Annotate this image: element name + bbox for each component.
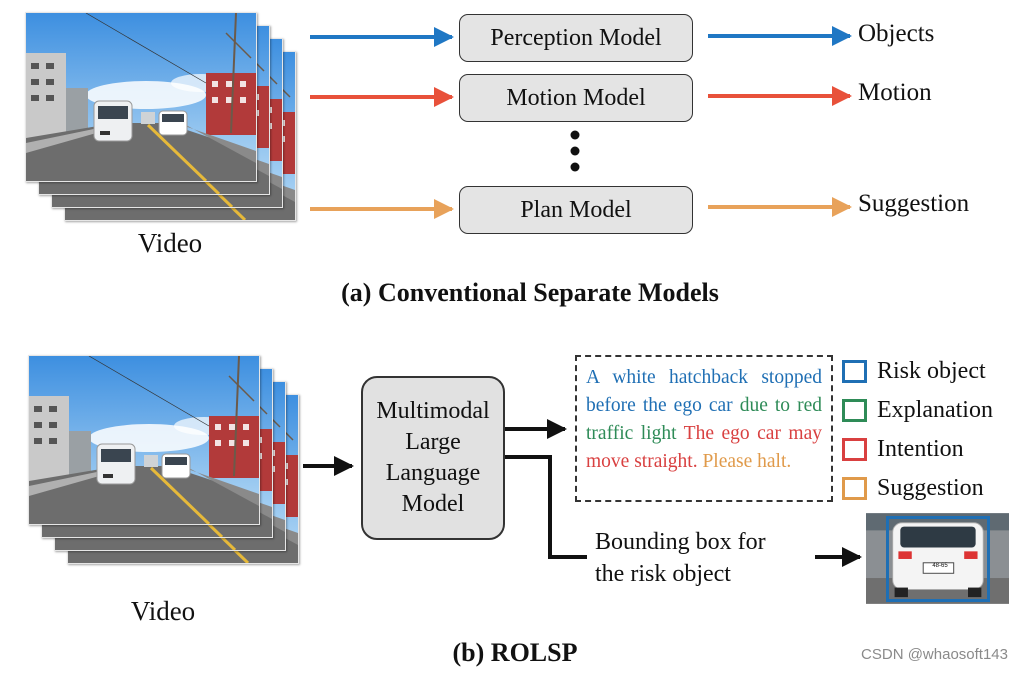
bbox-label: Bounding box for the risk object [595, 526, 766, 590]
bbox-label-line: Bounding box for [595, 529, 766, 555]
car-crop-image: 48-65 [866, 511, 1009, 606]
motion-model-box: Motion Model [459, 74, 693, 122]
legend-label: Risk object [877, 358, 986, 384]
video-caption-b: Video [130, 596, 196, 626]
legend-swatch [842, 477, 867, 500]
legend-explanation: Explanation [842, 397, 993, 424]
arrows-a [310, 26, 852, 219]
video-frame-front [28, 355, 260, 525]
risk-object-text: A white hatchback stopped before the ego… [586, 367, 822, 416]
bbox-label-line: the risk object [595, 561, 731, 587]
ellipsis-dot [570, 146, 580, 156]
video-frame-stack-b [28, 355, 308, 575]
legend-suggestion: Suggestion [842, 475, 984, 502]
mllm-box: Multimodal Large Language Model [361, 376, 505, 540]
explanation-text: due to red traffic light [586, 395, 822, 444]
watermark: CSDN @whaosoft143 [861, 646, 1008, 663]
objects-label: Objects [858, 20, 935, 47]
legend-risk-object: Risk object [842, 358, 986, 385]
legend-label: Intention [877, 436, 964, 462]
video-frame-stack-a [25, 12, 305, 227]
plan-model-box: Plan Model [459, 186, 693, 234]
section-a-title: (a) Conventional Separate Models [341, 278, 719, 307]
output-text-box: A white hatchback stopped before the ego… [575, 355, 833, 502]
section-b-title: (b) ROLSP [452, 638, 578, 667]
mllm-line: Multimodal [376, 398, 490, 424]
intention-text: The ego car may move straight. [586, 423, 823, 472]
legend-swatch [842, 399, 867, 422]
legend-swatch [842, 360, 867, 383]
suggestion-label: Suggestion [858, 190, 970, 217]
ellipsis-dot [570, 162, 580, 172]
bbox-connector [505, 455, 587, 559]
video-frame-front [25, 12, 257, 182]
perception-model-box: Perception Model [459, 14, 693, 62]
ellipsis-dot [570, 130, 580, 140]
video-caption-a: Video [137, 228, 203, 258]
suggestion-text: Please halt. [697, 451, 792, 472]
mllm-line: Language [385, 460, 481, 486]
legend-label: Explanation [877, 397, 993, 423]
license-plate: 48-65 [932, 563, 948, 569]
risk-bbox [886, 516, 990, 602]
legend-label: Suggestion [877, 475, 984, 501]
motion-label: Motion [858, 79, 932, 106]
mllm-line: Large [405, 429, 461, 455]
mllm-line: Model [401, 491, 465, 517]
legend-swatch [842, 438, 867, 461]
legend-intention: Intention [842, 436, 964, 463]
arrows-b [303, 419, 862, 567]
